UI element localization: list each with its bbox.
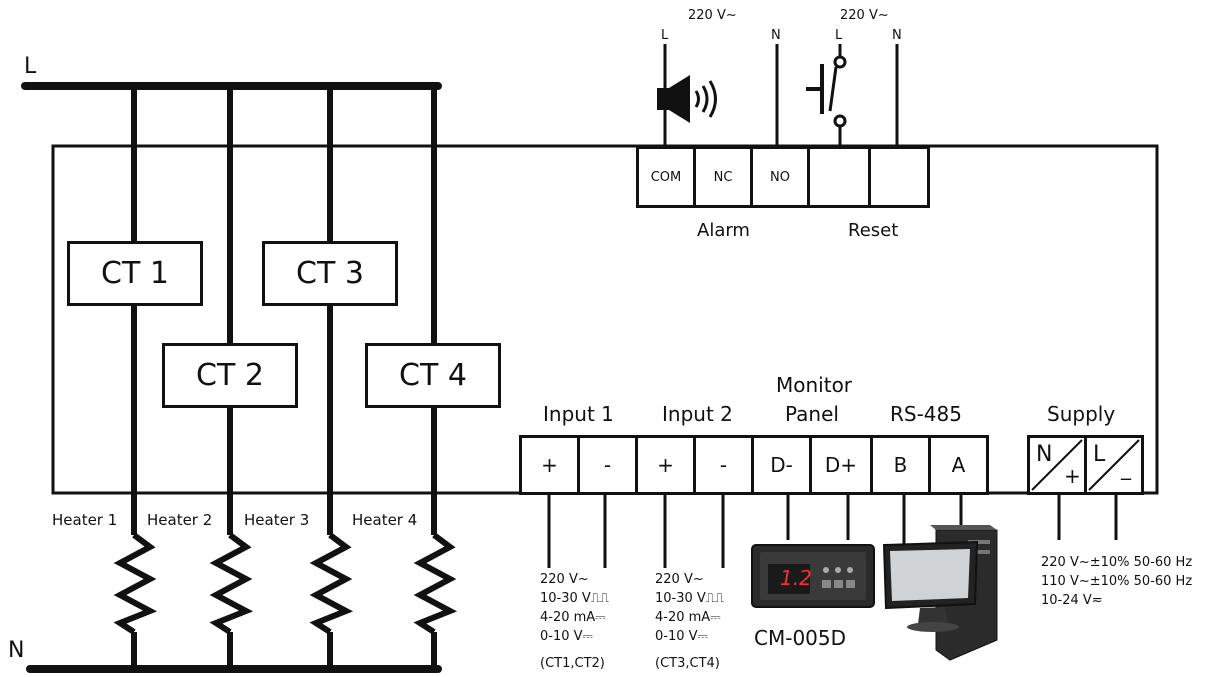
input-2-minus-terminal: -: [693, 435, 754, 495]
speaker-icon: [657, 75, 717, 123]
monitor-d-minus-terminal: D-: [751, 435, 812, 495]
panel-model-label: CM-005D: [754, 626, 847, 650]
alarm-label: Alarm: [697, 220, 750, 241]
heater-4-resistor: [413, 532, 458, 635]
supply-l-bottom-label: _: [1121, 456, 1131, 480]
input-1-label: Input 1: [543, 402, 614, 426]
line-L-label: L: [24, 54, 37, 79]
heater-2-label: Heater 2: [147, 511, 213, 529]
heater-3-resistor: [309, 532, 354, 635]
input-2-label: Input 2: [662, 402, 733, 426]
input-1-spec-1: 220 V~: [540, 572, 589, 587]
rs485-a-terminal: A: [928, 435, 989, 495]
reset-pushbutton-icon: [806, 55, 847, 128]
supply-spec-3: 10-24 V≂: [1041, 593, 1103, 608]
supply-specs: 220 V~±10% 50-60 Hz 110 V~±10% 50-60 Hz …: [1041, 553, 1192, 610]
input-1-spec-4: 0-10 V⎓: [540, 629, 593, 644]
ct-4-box: CT 4: [365, 343, 501, 408]
heater-2-resistor: [209, 532, 254, 635]
monitor-d-plus-terminal: D+: [809, 435, 873, 495]
reset-label: Reset: [848, 220, 899, 241]
supply-n-top-label: N: [1036, 442, 1053, 467]
supply-l-top-label: L: [1093, 442, 1106, 467]
heater-feeds: [131, 86, 437, 669]
supply-n-terminal: N +: [1027, 435, 1087, 495]
alarm-com-terminal: COM: [636, 146, 696, 208]
input-2-spec-2: 10-30 V⎍⎍: [655, 591, 725, 606]
supply-spec-1: 220 V~±10% 50-60 Hz: [1041, 555, 1193, 570]
ct-1-box: CT 1: [67, 241, 203, 306]
alarm-voltage-label: 220 V~: [688, 8, 737, 23]
panel-label: Panel: [785, 402, 839, 426]
reset-voltage-label: 220 V~: [840, 8, 889, 23]
ct-3-box: CT 3: [262, 241, 398, 306]
input-1-spec-note: (CT1,CT2): [540, 656, 605, 671]
alarm-N-label: N: [771, 28, 781, 43]
alarm-no-terminal: NO: [750, 146, 810, 208]
input-2-plus-terminal: +: [635, 435, 696, 495]
input-1-specs: 220 V~ 10-30 V⎍⎍ 4-20 mA⎓ 0-10 V⎓ (CT1,C…: [540, 570, 609, 673]
alarm-nc-terminal: NC: [693, 146, 753, 208]
supply-label: Supply: [1047, 402, 1116, 426]
reset-terminal-2: [868, 146, 930, 208]
input-2-spec-3: 4-20 mA⎓: [655, 610, 721, 625]
heater-1-label: Heater 1: [52, 511, 118, 529]
supply-spec-2: 110 V~±10% 50-60 Hz: [1041, 574, 1193, 589]
input-1-plus-terminal: +: [519, 435, 580, 495]
reset-terminal-1: [807, 146, 871, 208]
input-1-spec-2: 10-30 V⎍⎍: [540, 591, 610, 606]
input-2-spec-4: 0-10 V⎓: [655, 629, 708, 644]
input-2-specs: 220 V~ 10-30 V⎍⎍ 4-20 mA⎓ 0-10 V⎓ (CT3,C…: [655, 570, 724, 673]
reset-L-label: L: [835, 28, 843, 43]
input-1-minus-terminal: -: [577, 435, 638, 495]
rs485-label: RS-485: [890, 402, 962, 426]
computer-icon: [882, 525, 998, 661]
heater-4-label: Heater 4: [352, 511, 418, 529]
heater-1-resistor: [113, 532, 158, 635]
panel-display-value: 1.2: [780, 566, 812, 590]
heater-3-label: Heater 3: [244, 511, 310, 529]
input-2-spec-note: (CT3,CT4): [655, 656, 720, 671]
reset-N-label: N: [892, 28, 902, 43]
input-1-spec-3: 4-20 mA⎓: [540, 610, 606, 625]
ct-2-box: CT 2: [162, 343, 298, 408]
monitor-label: Monitor: [776, 373, 853, 397]
input-2-spec-1: 220 V~: [655, 572, 704, 587]
line-N-label: N: [8, 638, 25, 663]
monitor-panel-device: [751, 544, 875, 608]
supply-n-bottom-label: +: [1064, 464, 1081, 488]
supply-l-terminal: L _: [1084, 435, 1144, 495]
rs485-b-terminal: B: [870, 435, 931, 495]
alarm-L-label: L: [661, 28, 669, 43]
